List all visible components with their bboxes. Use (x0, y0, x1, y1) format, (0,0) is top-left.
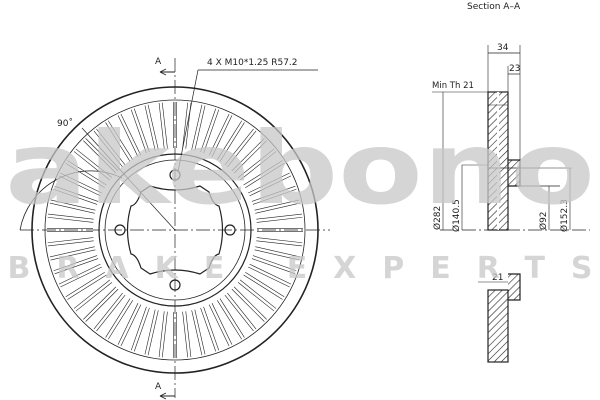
cooling-vane (254, 199, 301, 214)
brand-watermark: akebono BRAKE EXPERTS (5, 110, 595, 286)
min-thickness-label: Min Th 21 (432, 81, 474, 91)
cooling-vane (231, 286, 267, 322)
cooling-vane (73, 279, 113, 312)
section-arrow-bottom (159, 392, 175, 400)
section-view: Section A–A 34 23 Min Th 21 Ø282 Ø140.5 (432, 2, 590, 363)
cooling-vane (237, 279, 277, 312)
cooling-vane (208, 113, 233, 157)
cooling-vane (237, 148, 277, 181)
section-marker-top: A (155, 57, 162, 67)
cooling-vane (251, 185, 297, 205)
cooling-vanes (47, 102, 303, 358)
cooling-vane (65, 272, 107, 300)
thread-note-leader (177, 69, 199, 173)
cooling-vane (173, 312, 177, 358)
cooling-vane (200, 108, 220, 154)
cooling-vane (182, 311, 192, 358)
cooling-vane (251, 255, 297, 275)
cooling-vane (144, 104, 159, 151)
cooling-vane (243, 272, 285, 300)
cooling-vane (53, 255, 99, 275)
angle-leg (81, 127, 176, 231)
cooling-vane (83, 286, 119, 322)
cooling-vane (217, 298, 245, 340)
cooling-vane (256, 213, 303, 223)
cooling-vane (224, 128, 257, 168)
cooling-vane (49, 199, 96, 214)
cooling-vane (47, 228, 93, 232)
cooling-vane (173, 102, 177, 148)
cooling-vane (144, 309, 159, 356)
cooling-vane (130, 306, 150, 352)
cooling-vane (130, 108, 150, 154)
cooling-vane (208, 303, 233, 347)
dim-overall-width: 34 (497, 43, 509, 53)
cooling-vane (191, 309, 206, 356)
cooling-vane (117, 113, 142, 157)
watermark-tagline: BRAKE EXPERTS (8, 251, 593, 286)
cooling-vane (49, 246, 96, 261)
hat-profile-lower (508, 273, 521, 301)
cooling-vane (83, 138, 119, 174)
cooling-vane (243, 160, 285, 188)
disc-friction-ring-lower (487, 289, 509, 363)
cooling-vane (93, 128, 126, 168)
cooling-vane (47, 237, 94, 247)
cooling-vane (248, 263, 292, 288)
cooling-vane (254, 246, 301, 261)
cooling-vane (53, 185, 99, 205)
dim-bore-diameter: Ø92 (538, 211, 549, 230)
dim-center-diameter: Ø140.5 (451, 199, 462, 232)
cooling-vane (200, 306, 220, 352)
cooling-vane (217, 120, 245, 162)
cooling-vane (158, 102, 168, 149)
cooling-vane (117, 303, 142, 347)
watermark-brand: akebono (5, 110, 595, 227)
center-bore (126, 185, 224, 275)
cooling-vane (256, 237, 303, 247)
angle-label: 90˚ (57, 118, 73, 129)
thread-note: 4 X M10*1.25 R57.2 (207, 58, 298, 68)
section-title: Section A–A (467, 2, 521, 12)
dim-outer-diameter: Ø282 (432, 206, 443, 230)
cooling-vane (65, 160, 107, 188)
cooling-vane (257, 228, 303, 232)
dim-hat-depth: 23 (509, 64, 520, 74)
front-view: A A 4 X M10*1.25 R57.2 90˚ (19, 57, 330, 400)
dim-disc-thickness: 21 (492, 273, 503, 283)
cooling-vane (58, 263, 102, 288)
cooling-vane (47, 213, 94, 223)
cooling-vane (248, 172, 292, 197)
section-arrow-top (159, 68, 175, 76)
section-marker-bottom: A (155, 382, 162, 392)
cooling-vane (93, 292, 126, 332)
cooling-vane (224, 292, 257, 332)
cooling-vane (105, 298, 133, 340)
angle-arc (19, 170, 123, 231)
cooling-vane (231, 138, 267, 174)
cooling-vane (58, 172, 102, 197)
cooling-vane (191, 104, 206, 151)
dim-hat-diameter: Ø152.3 (559, 199, 570, 232)
cooling-vane (158, 311, 168, 358)
cooling-vane (105, 120, 133, 162)
